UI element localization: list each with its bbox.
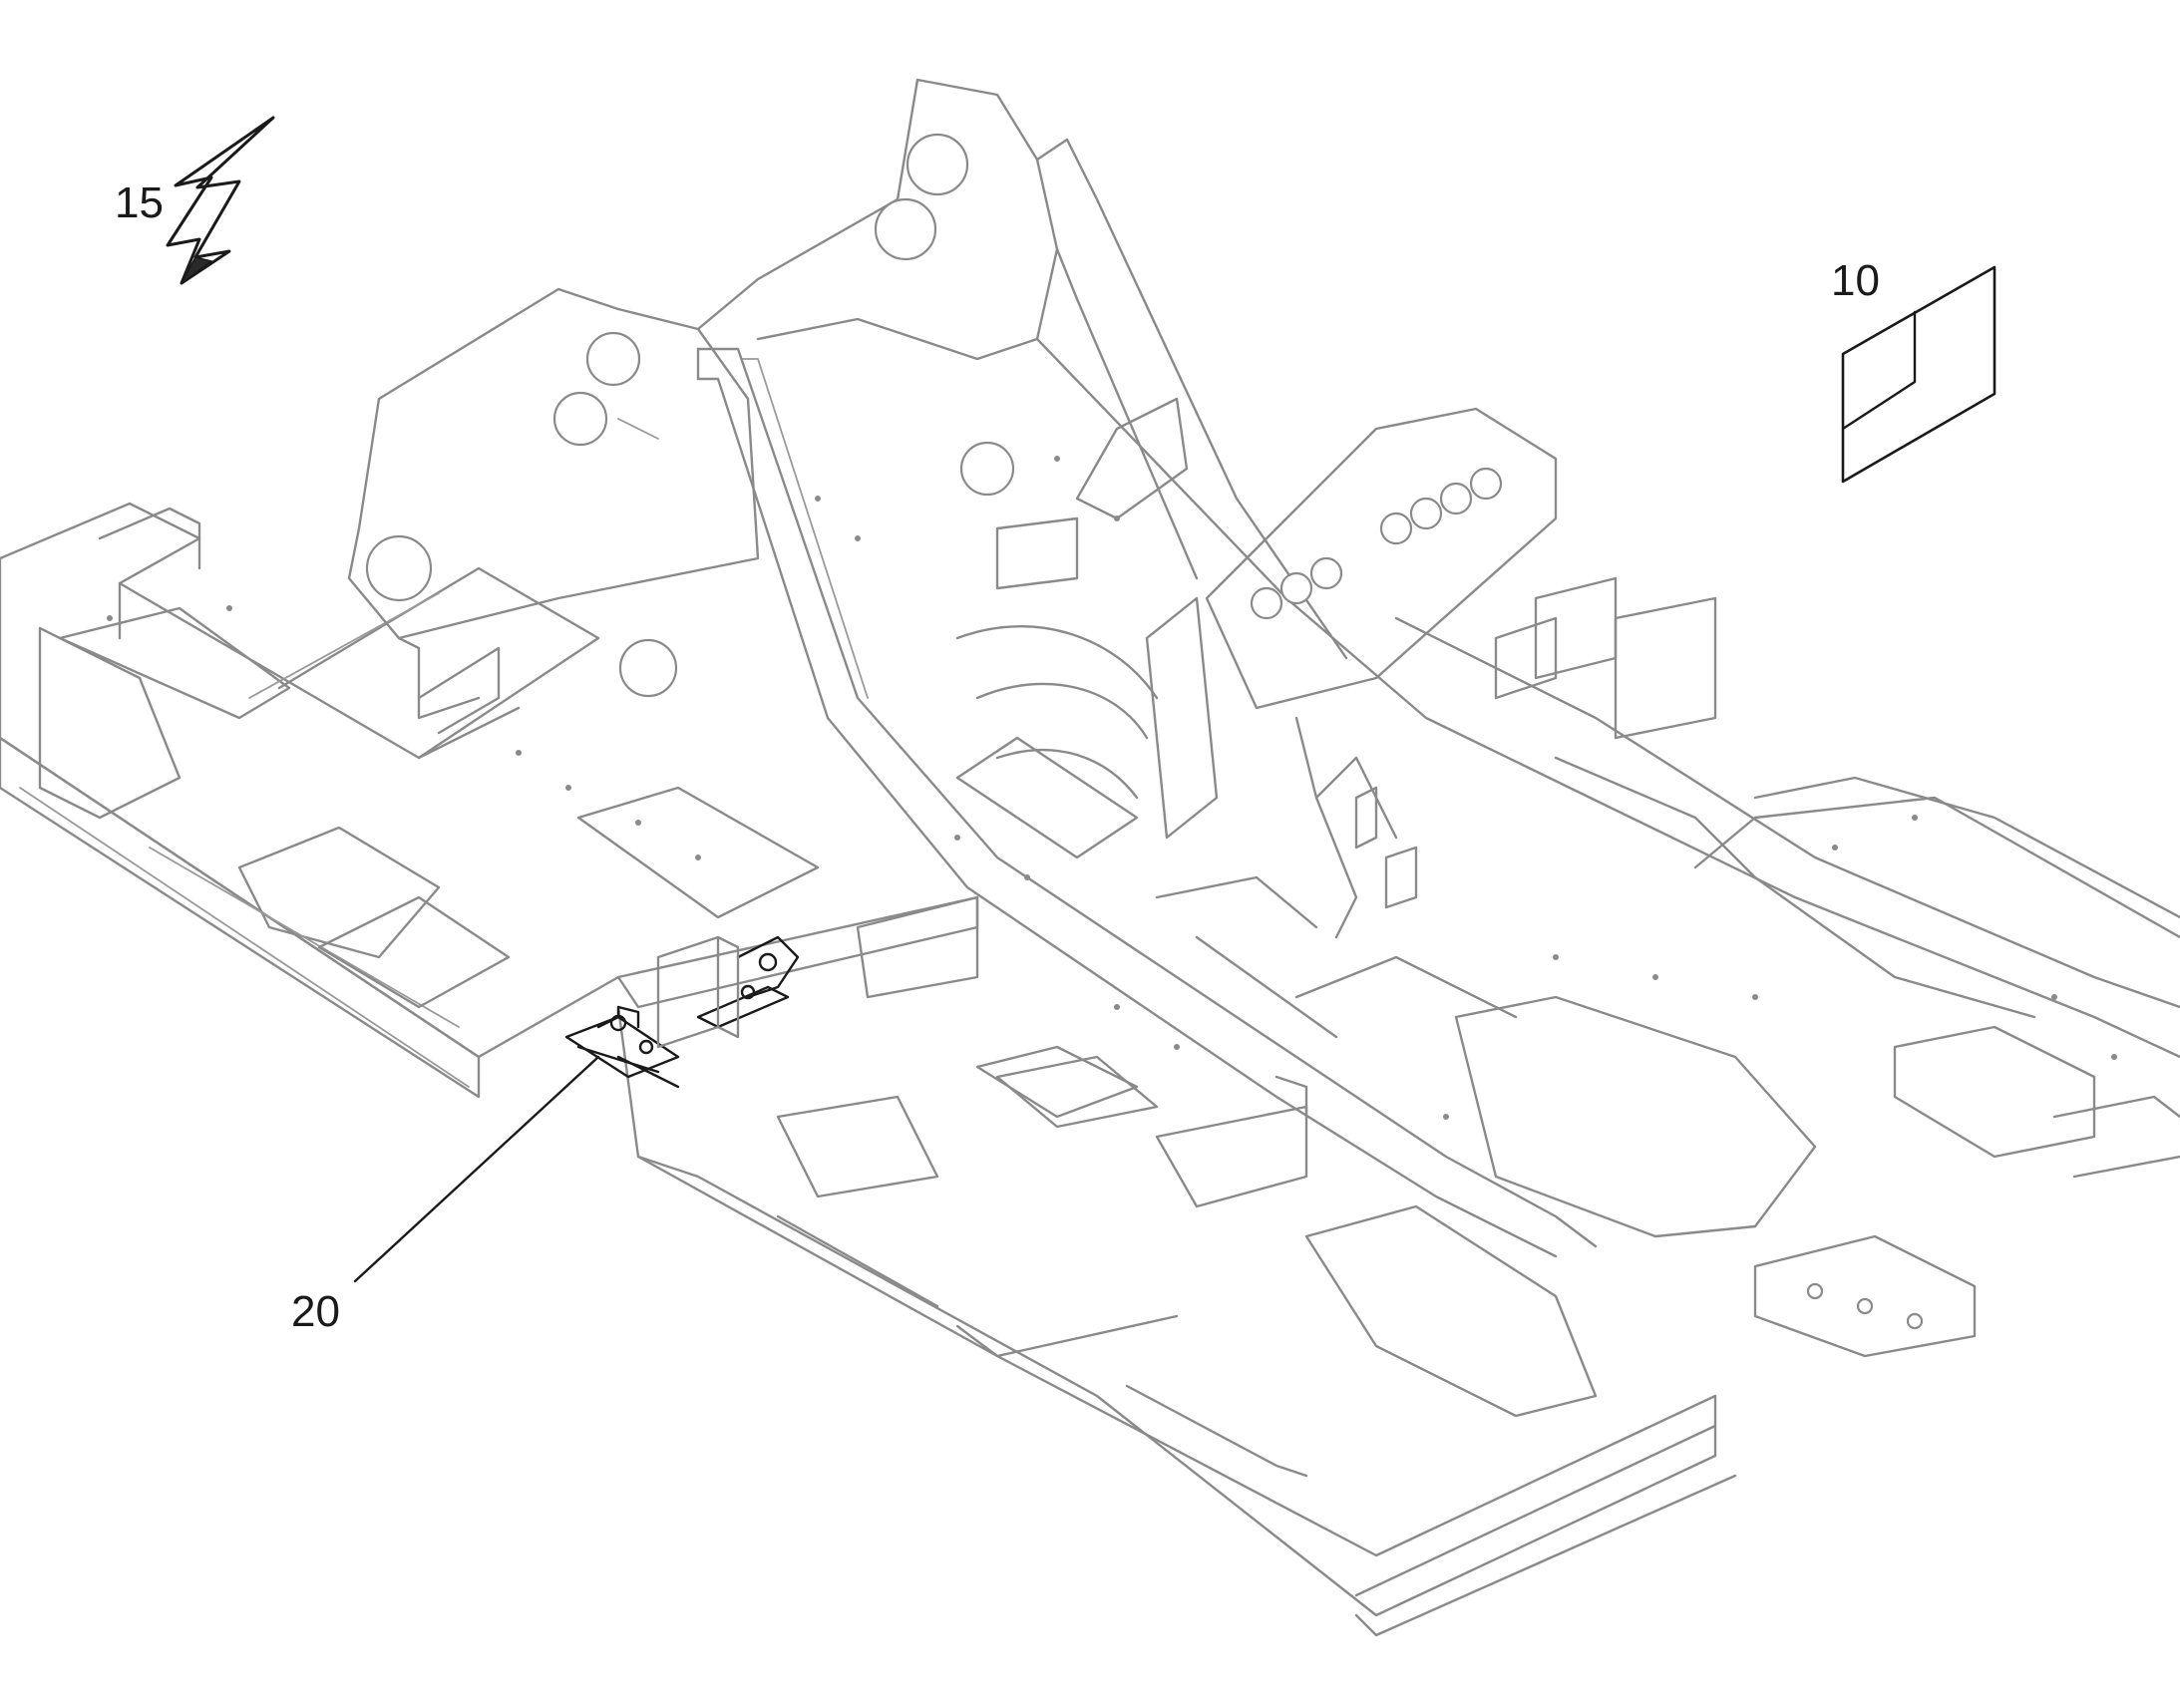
- part-20-assembly: [564, 935, 800, 1089]
- callout-20-label: 20: [291, 1287, 340, 1336]
- callout-10-label: 10: [1831, 256, 1880, 305]
- callout-15-label: 15: [115, 178, 164, 227]
- callout-20-leader-line: [353, 1055, 600, 1283]
- lightning-bolt-icon: [166, 116, 275, 285]
- sheet-document-icon: [1841, 265, 1997, 484]
- frame-assembly: [0, 78, 2180, 1637]
